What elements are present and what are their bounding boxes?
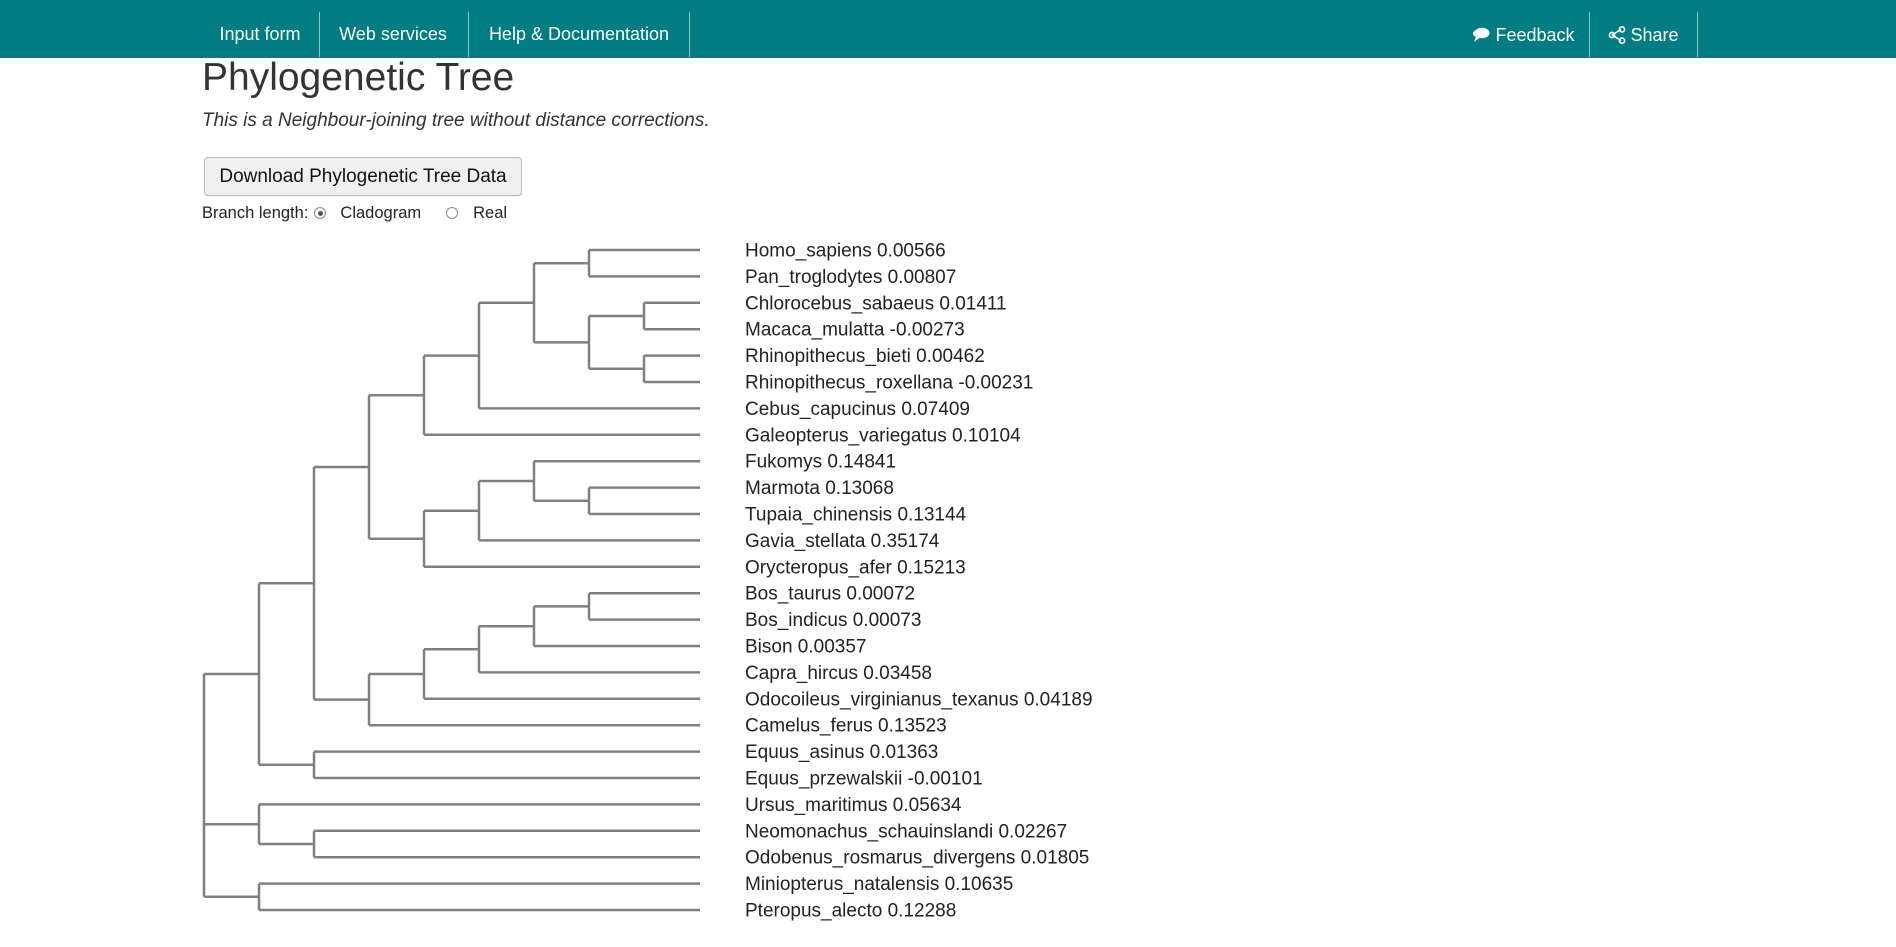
nav-divider bbox=[1589, 12, 1590, 57]
tree-leaf-label: Chlorocebus_sabaeus 0.01411 bbox=[745, 293, 1007, 314]
branch-length-options: Branch length: Cladogram Real bbox=[202, 202, 507, 224]
tree-leaf-label: Camelus_ferus 0.13523 bbox=[745, 716, 947, 737]
nav-help-documentation[interactable]: Help & Documentation bbox=[488, 24, 670, 44]
tree-leaf-label: Bison 0.00357 bbox=[745, 637, 867, 658]
tree-leaf-label: Fukomys 0.14841 bbox=[745, 452, 896, 473]
branch-length-label: Branch length: bbox=[202, 203, 309, 222]
tree-leaf-label: Pteropus_alecto 0.12288 bbox=[745, 901, 956, 922]
feedback-label: Feedback bbox=[1495, 25, 1575, 45]
cladogram-radio[interactable] bbox=[314, 207, 327, 219]
download-tree-data-button[interactable]: Download Phylogenetic Tree Data bbox=[204, 157, 522, 196]
tree-leaf-label: Miniopterus_natalensis 0.10635 bbox=[745, 874, 1013, 895]
tree-leaf-label: Equus_przewalskii -0.00101 bbox=[745, 769, 983, 790]
tree-leaf-label: Pan_troglodytes 0.00807 bbox=[745, 267, 956, 288]
tree-leaf-label: Cebus_capucinus 0.07409 bbox=[745, 399, 970, 420]
share-label: Share bbox=[1630, 25, 1679, 45]
tree-leaf-label: Bos_taurus 0.00072 bbox=[745, 584, 915, 605]
tree-leaf-label: Macaca_mulatta -0.00273 bbox=[745, 320, 965, 341]
tree-leaf-label: Galeopterus_variegatus 0.10104 bbox=[745, 425, 1021, 446]
tree-leaf-label: Odocoileus_virginianus_texanus 0.04189 bbox=[745, 689, 1093, 710]
nav-divider bbox=[1697, 12, 1698, 57]
tree-leaf-label: Orycteropus_afer 0.15213 bbox=[745, 557, 966, 578]
nav-divider bbox=[319, 12, 320, 57]
tree-leaf-label: Equus_asinus 0.01363 bbox=[745, 742, 938, 763]
tree-leaf-label: Ursus_maritimus 0.05634 bbox=[745, 795, 962, 816]
top-navbar: Input form Web services Help & Documenta… bbox=[0, 0, 1896, 58]
share-button[interactable]: Share bbox=[1590, 12, 1697, 58]
page-title: Phylogenetic Tree bbox=[202, 56, 515, 99]
tree-leaf-label: Tupaia_chinensis 0.13144 bbox=[745, 505, 967, 526]
speech-bubble-icon bbox=[1473, 27, 1490, 42]
share-icon bbox=[1609, 26, 1626, 44]
tree-leaf-label: Capra_hircus 0.03458 bbox=[745, 663, 932, 684]
nav-divider bbox=[689, 12, 690, 57]
page-subtitle: This is a Neighbour-joining tree without… bbox=[202, 110, 710, 131]
tree-leaf-label: Marmota 0.13068 bbox=[745, 478, 894, 499]
tree-leaf-label: Odobenus_rosmarus_divergens 0.01805 bbox=[745, 848, 1089, 869]
nav-web-services[interactable]: Web services bbox=[339, 24, 447, 44]
tree-leaf-label: Gavia_stellata 0.35174 bbox=[745, 531, 940, 552]
nav-divider bbox=[468, 12, 469, 57]
real-radio[interactable] bbox=[446, 207, 459, 219]
cladogram-label[interactable]: Cladogram bbox=[340, 203, 422, 222]
feedback-button[interactable]: Feedback bbox=[1458, 12, 1588, 58]
tree-leaf-label: Bos_indicus 0.00073 bbox=[745, 610, 921, 631]
tree-leaf-label: Rhinopithecus_bieti 0.00462 bbox=[745, 346, 985, 367]
tree-leaf-label: Neomonachus_schauinslandi 0.02267 bbox=[745, 821, 1067, 842]
real-label[interactable]: Real bbox=[473, 203, 508, 222]
tree-leaf-label: Rhinopithecus_roxellana -0.00231 bbox=[745, 373, 1033, 394]
tree-leaf-label: Homo_sapiens 0.00566 bbox=[745, 241, 946, 262]
nav-input-form[interactable]: Input form bbox=[219, 24, 301, 44]
